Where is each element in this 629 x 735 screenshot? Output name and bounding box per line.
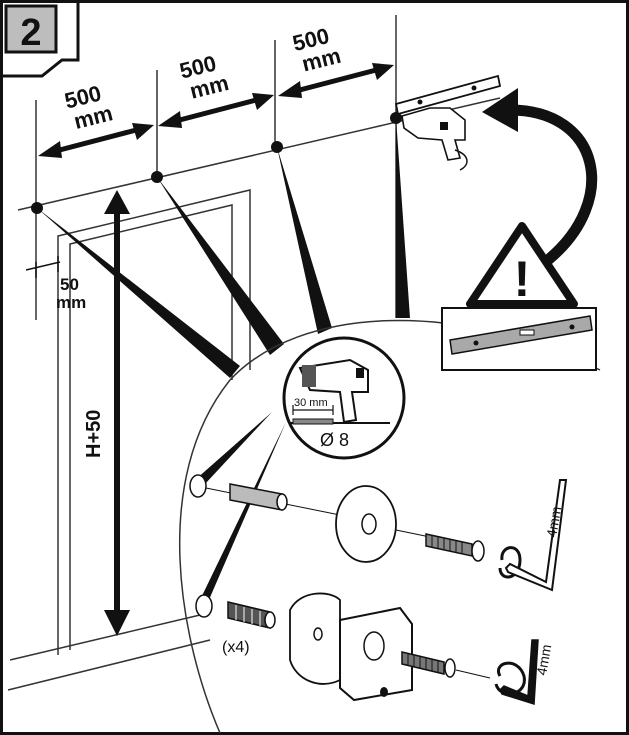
screw-lower — [401, 651, 445, 675]
quantity-label: (x4) — [222, 639, 250, 656]
hex-key-icon — [504, 479, 568, 592]
magnifier-arc-left — [178, 379, 231, 734]
hex-key-size-top: 4mm — [543, 505, 564, 538]
hex-key-size-bottom: 4mm — [533, 643, 554, 676]
drill-depth-label: 30 mm — [294, 397, 328, 409]
step-badge: 2 — [0, 0, 80, 78]
drill-diameter-label: Ø 8 — [320, 430, 349, 450]
drill-with-level — [394, 74, 502, 171]
hex-key-lower-icon — [499, 639, 539, 706]
spacing-arrows — [38, 63, 394, 158]
lower-fitting-assembly: (x4) 4mm — [195, 592, 554, 706]
curved-arrow — [482, 88, 598, 265]
drill-detail: 30 mm Ø 8 — [282, 336, 406, 460]
pointer-wedges — [37, 118, 410, 602]
offset-value: 50 — [60, 275, 79, 294]
wall-hole-lower — [195, 594, 213, 618]
warning-triangle-icon — [466, 222, 578, 308]
upper-fitting-assembly: 4mm — [189, 474, 568, 592]
warning-sign: ! — [466, 222, 578, 308]
wall-hole — [189, 474, 207, 498]
offset-dimension: 50 mm — [25, 256, 86, 312]
offset-unit: mm — [56, 293, 86, 312]
step-number: 2 — [20, 12, 41, 54]
height-label: H+50 — [83, 410, 105, 458]
level-detail-box — [441, 307, 597, 371]
warning-symbol: ! — [514, 251, 531, 307]
drill-chuck — [302, 365, 316, 387]
